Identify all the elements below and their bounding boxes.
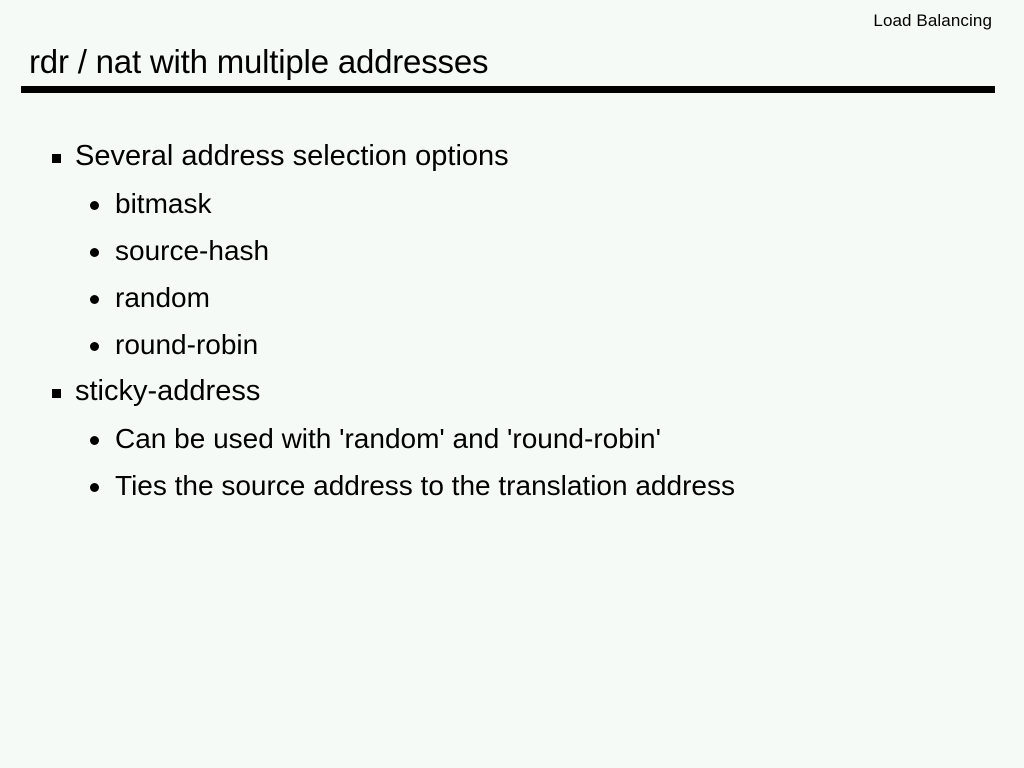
bullet-label: source-hash <box>115 235 270 266</box>
round-bullet-icon <box>90 483 99 492</box>
round-bullet-icon <box>90 248 99 257</box>
title-divider-rule <box>21 86 995 93</box>
round-bullet-icon <box>90 436 99 445</box>
slide-running-header: Load Balancing <box>873 11 992 30</box>
bullet-label: sticky-address <box>75 375 261 407</box>
square-bullet-icon <box>52 389 61 398</box>
round-bullet-icon <box>90 201 99 210</box>
bullet-item-level1: sticky-address <box>0 368 1024 415</box>
bullet-list: Several address selection options bitmas… <box>0 133 1024 509</box>
bullet-item-level2: Ties the source address to the translati… <box>0 462 1024 509</box>
bullet-item-level2: bitmask <box>0 180 1024 227</box>
bullet-item-level2: random <box>0 274 1024 321</box>
bullet-item-level2: Can be used with 'random' and 'round-rob… <box>0 415 1024 462</box>
bullet-label: round-robin <box>115 329 259 360</box>
bullet-label: Several address selection options <box>75 140 509 172</box>
bullet-item-level2: round-robin <box>0 321 1024 368</box>
round-bullet-icon <box>90 295 99 304</box>
bullet-label: Ties the source address to the translati… <box>115 470 735 501</box>
bullet-label: Can be used with 'random' and 'round-rob… <box>115 423 661 454</box>
slide-title: rdr / nat with multiple addresses <box>29 43 489 80</box>
bullet-label: random <box>115 282 210 313</box>
bullet-label: bitmask <box>115 188 212 219</box>
slide-body: Several address selection options bitmas… <box>0 133 1024 509</box>
square-bullet-icon <box>52 154 61 163</box>
bullet-item-level1: Several address selection options <box>0 133 1024 180</box>
round-bullet-icon <box>90 342 99 351</box>
bullet-item-level2: source-hash <box>0 227 1024 274</box>
